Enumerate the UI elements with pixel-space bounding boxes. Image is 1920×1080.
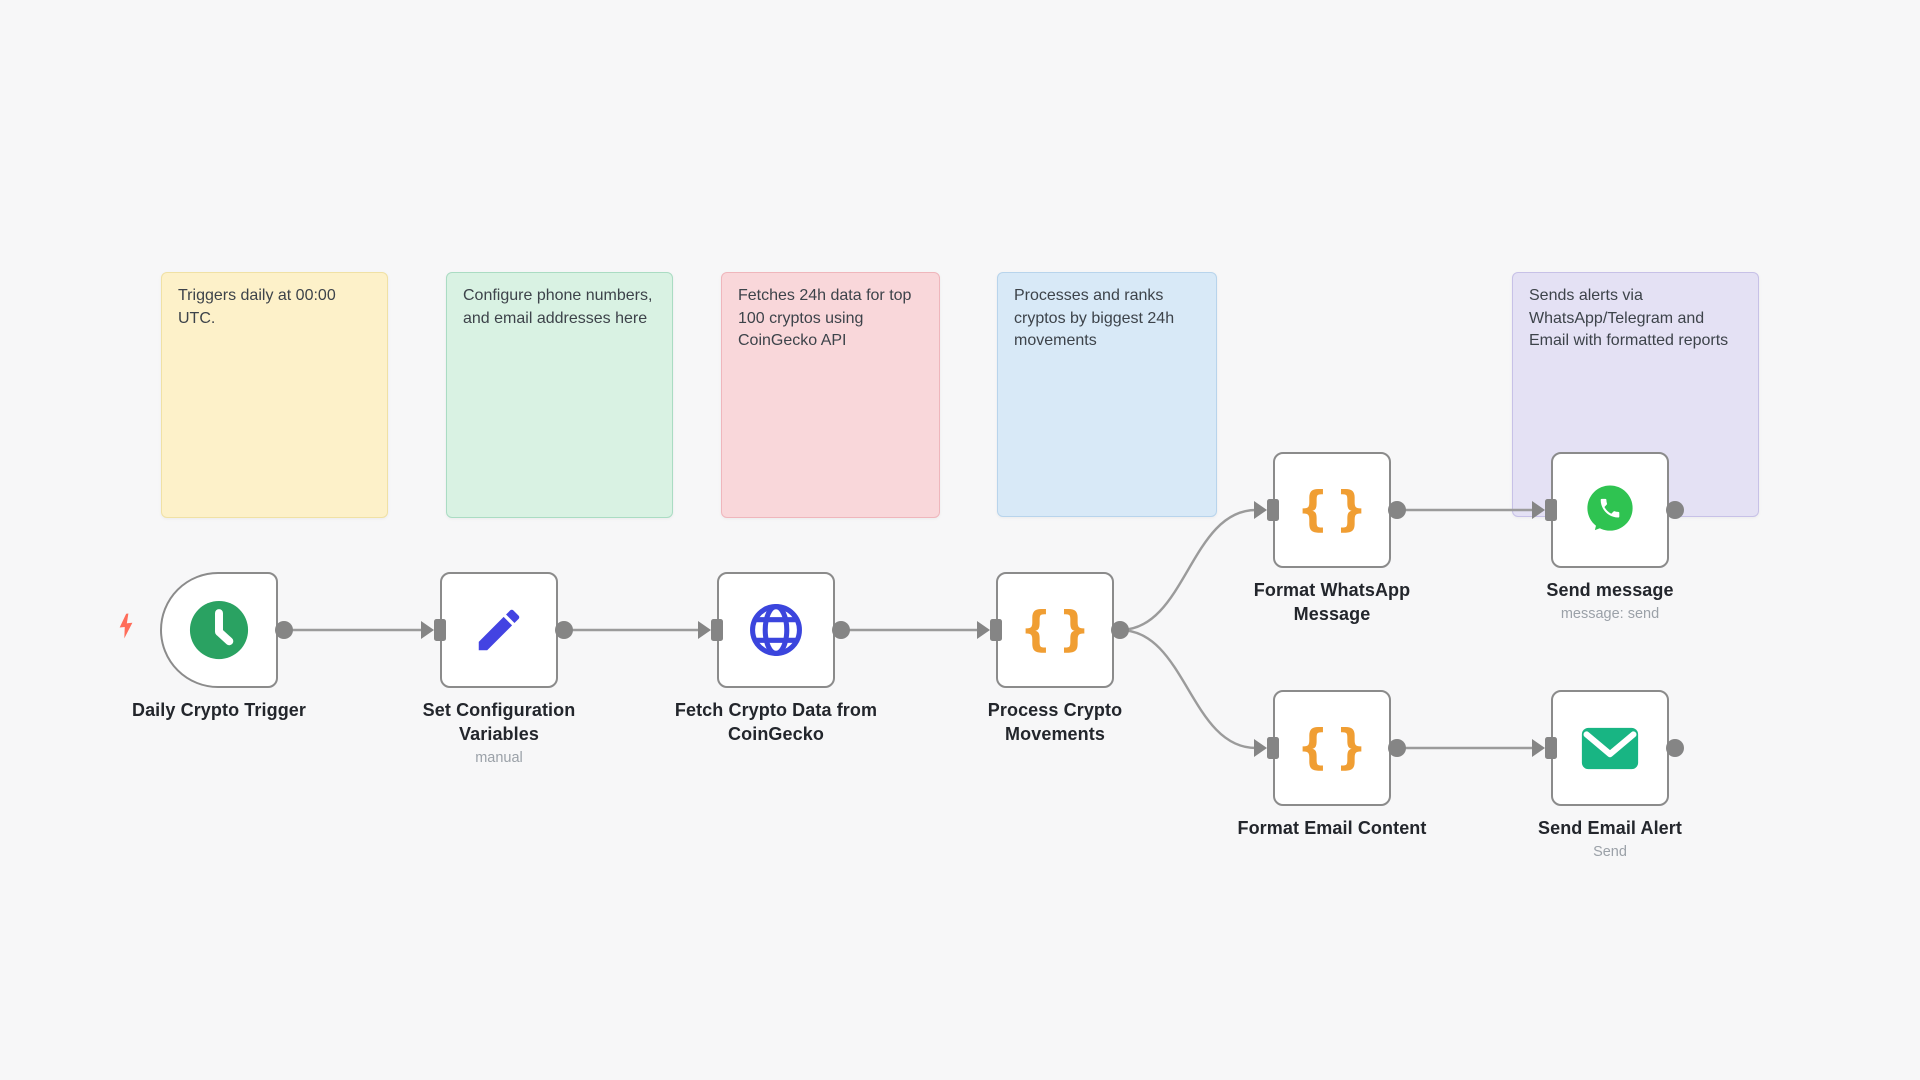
globe-icon xyxy=(750,604,802,656)
node-box[interactable]: {} xyxy=(1273,690,1391,806)
node-title: Format Email Content xyxy=(1237,818,1427,838)
node-box[interactable]: {} xyxy=(1273,452,1391,568)
code-braces-icon: {} xyxy=(1297,719,1374,775)
sticky-note-text: Processes and ranks cryptos by biggest 2… xyxy=(1014,287,1175,350)
node-title: Process Crypto Movements xyxy=(987,700,1123,744)
node-box[interactable] xyxy=(1551,452,1669,568)
node-set-configuration-variables[interactable]: Set Configuration Variables manual xyxy=(423,572,575,766)
arrowhead-icon xyxy=(1254,739,1267,757)
connection-set-to-fetch[interactable] xyxy=(564,619,723,641)
node-daily-crypto-trigger[interactable]: Daily Crypto Trigger xyxy=(132,572,306,720)
node-title: Format WhatsApp Message xyxy=(1253,580,1411,624)
sticky-note-text: Configure phone numbers, and email addre… xyxy=(463,287,653,327)
node-box[interactable] xyxy=(717,572,835,688)
node-title: Fetch Crypto Data from CoinGecko xyxy=(674,700,878,744)
sticky-note-text: Fetches 24h data for top 100 cryptos usi… xyxy=(738,287,912,350)
arrowhead-icon xyxy=(698,621,711,639)
node-send-email-alert[interactable]: Send Email Alert Send xyxy=(1538,690,1682,860)
node-box[interactable]: {} xyxy=(996,572,1114,688)
node-subtitle: manual xyxy=(475,750,523,766)
node-title: Set Configuration Variables xyxy=(422,700,576,744)
node-format-whatsapp-message[interactable]: {} Format WhatsApp Message xyxy=(1254,452,1410,624)
pencil-icon xyxy=(478,609,520,651)
clock-icon xyxy=(189,600,249,660)
node-fetch-crypto-data[interactable]: Fetch Crypto Data from CoinGecko xyxy=(675,572,877,744)
arrowhead-icon xyxy=(421,621,434,639)
sticky-note-process[interactable]: Processes and ranks cryptos by biggest 2… xyxy=(997,272,1217,517)
sticky-note-config[interactable]: Configure phone numbers, and email addre… xyxy=(446,272,673,518)
node-box[interactable] xyxy=(1551,690,1669,806)
node-process-crypto-movements[interactable]: {} Process Crypto Movements xyxy=(988,572,1122,744)
node-subtitle: message: send xyxy=(1560,606,1660,622)
whatsapp-icon xyxy=(1583,481,1637,536)
code-braces-icon: {} xyxy=(1020,601,1097,657)
node-title: Daily Crypto Trigger xyxy=(131,700,307,720)
lightning-bolt-icon xyxy=(119,613,133,639)
arrowhead-icon xyxy=(977,621,990,639)
connection-format-email-to-send-email[interactable] xyxy=(1397,737,1557,759)
connection-fetch-to-process[interactable] xyxy=(841,619,1002,641)
node-title: Send Email Alert xyxy=(1538,818,1682,838)
node-box[interactable] xyxy=(440,572,558,688)
sticky-note-fetch[interactable]: Fetches 24h data for top 100 cryptos usi… xyxy=(721,272,940,518)
arrowhead-icon xyxy=(1254,501,1267,519)
connection-trigger-to-set[interactable] xyxy=(284,619,446,641)
sticky-note-text: Sends alerts via WhatsApp/Telegram and E… xyxy=(1529,287,1729,350)
node-subtitle: Send xyxy=(1593,844,1627,860)
node-box[interactable] xyxy=(160,572,278,688)
code-braces-icon: {} xyxy=(1297,481,1374,537)
sticky-note-text: Triggers daily at 00:00 UTC. xyxy=(178,287,336,327)
sticky-note-trigger[interactable]: Triggers daily at 00:00 UTC. xyxy=(161,272,388,518)
node-send-message[interactable]: Send message message: send xyxy=(1546,452,1674,622)
node-title: Send message xyxy=(1546,580,1674,600)
envelope-icon xyxy=(1581,727,1639,769)
node-format-email-content[interactable]: {} Format Email Content xyxy=(1237,690,1426,838)
arrowhead-icon xyxy=(1532,739,1545,757)
